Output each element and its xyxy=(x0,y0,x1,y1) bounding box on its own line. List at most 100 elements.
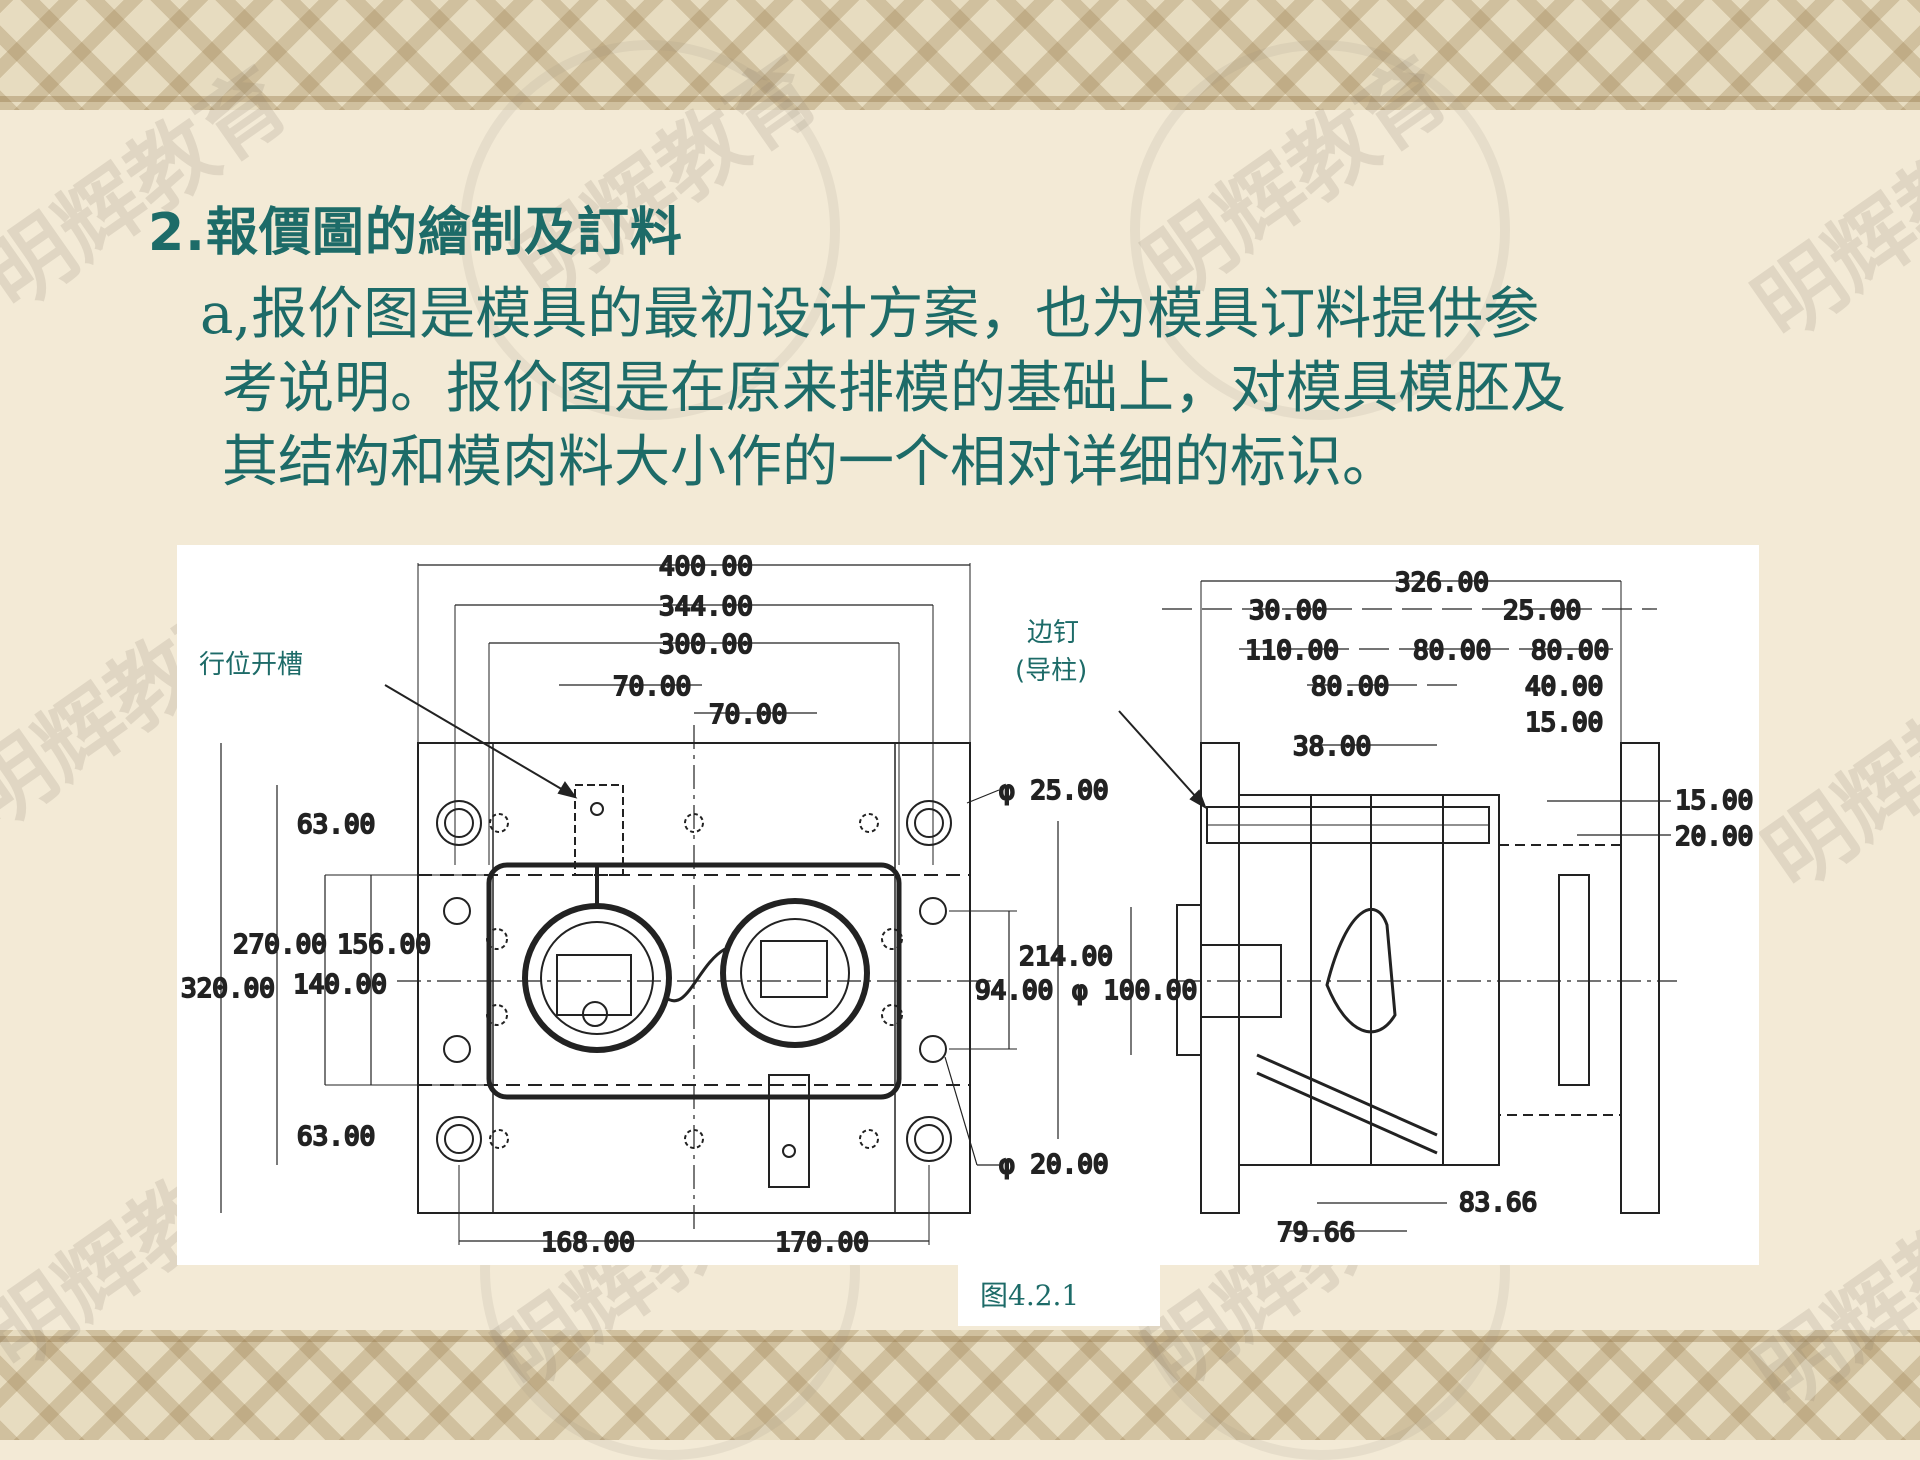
body-paragraph: a,报价图是模具的最初设计方案，也为模具订料提供参 考说明。报价图是在原来排模的… xyxy=(200,278,1760,500)
guide-pin-hole xyxy=(436,800,482,846)
cavity-left-detail xyxy=(540,921,654,1035)
a-plate xyxy=(1238,794,1312,1166)
dim-63-b: 63.00 xyxy=(297,1122,375,1152)
dim-phi-25: φ 25.00 xyxy=(999,776,1109,806)
top-border-pattern xyxy=(0,0,1920,110)
angled-lifter xyxy=(1256,1053,1438,1137)
slide-slot-hole xyxy=(782,1144,796,1158)
return-pin-hole xyxy=(443,1035,471,1063)
drawing-svg: 400.00 344.00 300.00 70.00 70.00 320.00 … xyxy=(180,551,1754,1259)
dim-63-a: 63.00 xyxy=(297,810,375,840)
leader-line xyxy=(944,1056,978,1166)
screw-hole xyxy=(684,1129,704,1149)
ejector-space xyxy=(1498,844,1622,1116)
dim-83-66: 83.66 xyxy=(1459,1188,1537,1218)
part-section xyxy=(1325,908,1397,1034)
dim-25: 25.00 xyxy=(1503,596,1581,626)
return-pin-hole xyxy=(919,1035,947,1063)
bottom-border-stripe xyxy=(0,1336,1920,1342)
cavity-left xyxy=(522,903,672,1053)
callout-arrowhead xyxy=(1189,789,1207,810)
screw-hole xyxy=(881,1004,903,1026)
support-plate xyxy=(1442,794,1500,1166)
leader-line xyxy=(966,789,1000,804)
dim-15-b: 15.00 xyxy=(1675,786,1753,816)
watermark-seal xyxy=(460,40,840,420)
dim-94: 94.00 xyxy=(975,976,1053,1006)
slide-heading: 2.報價圖的繪制及訂料 xyxy=(148,203,683,263)
screw-hole xyxy=(684,813,704,833)
dim-80-a: 80.00 xyxy=(1413,636,1491,666)
callout-leader xyxy=(384,684,576,798)
screw-hole xyxy=(486,928,508,950)
mold-quote-drawing: 400.00 344.00 300.00 70.00 70.00 320.00 … xyxy=(177,545,1759,1265)
right-view: 326.00 30.00 25.00 110.00 80.00 80.00 80… xyxy=(1015,567,1754,1249)
dim-80-c: 80.00 xyxy=(1311,672,1389,702)
guide-pin-hole xyxy=(436,1116,482,1162)
dim-20: 20.00 xyxy=(1675,822,1753,852)
screw-hole xyxy=(489,1129,509,1149)
watermark-text: 明辉教育 xyxy=(1747,629,1920,910)
dim-30: 30.00 xyxy=(1249,596,1327,626)
slide-slot-hole xyxy=(590,802,604,816)
dim-156: 156.00 xyxy=(337,930,431,960)
paragraph-line: 考说明。报价图是在原来排模的基础上，对模具模胚及 xyxy=(222,356,1566,421)
screw-hole xyxy=(486,1004,508,1026)
guide-pin-hole xyxy=(914,808,944,838)
screw-hole xyxy=(881,928,903,950)
part-left-detail xyxy=(556,954,632,1016)
callout-leader xyxy=(1118,710,1206,808)
dim-320: 320.00 xyxy=(181,974,275,1004)
ejector-plate xyxy=(1558,874,1590,1086)
callout-guide-pin-alt: (导柱) xyxy=(1015,656,1087,686)
dim-270: 270.00 xyxy=(233,930,327,960)
return-pin-hole xyxy=(443,897,471,925)
figure-caption-box: 图4.2.1 xyxy=(958,1262,1160,1326)
dim-phi-20: φ 20.00 xyxy=(999,1150,1109,1180)
dim-344: 344.00 xyxy=(659,592,753,622)
cavity-right-detail xyxy=(740,918,850,1028)
left-view: 400.00 344.00 300.00 70.00 70.00 320.00 … xyxy=(180,551,1114,1259)
dim-38: 38.00 xyxy=(1293,732,1371,762)
screw-hole xyxy=(859,1129,879,1149)
paragraph-line: 其结构和模肉料大小作的一个相对详细的标识。 xyxy=(222,430,1398,495)
part-right-detail xyxy=(760,940,828,998)
figure-caption: 图4.2.1 xyxy=(980,1279,1080,1312)
guide-pin-hole xyxy=(906,1116,952,1162)
dim-168: 168.00 xyxy=(541,1228,635,1258)
guide-pin-hole xyxy=(444,808,474,838)
guide-pin-hole xyxy=(444,1124,474,1154)
dim-110: 110.00 xyxy=(1245,636,1339,666)
watermark-seal xyxy=(1130,40,1510,420)
dim-400: 400.00 xyxy=(659,552,753,582)
dim-40: 40.00 xyxy=(1525,672,1603,702)
dim-326: 326.00 xyxy=(1395,568,1489,598)
dim-214: 214.00 xyxy=(1019,942,1113,972)
return-pin-hole xyxy=(919,897,947,925)
dim-15-a: 15.00 xyxy=(1525,708,1603,738)
dim-79-66: 79.66 xyxy=(1277,1218,1355,1248)
top-border-stripe xyxy=(0,96,1920,102)
slide-slot-bottom xyxy=(768,1074,810,1188)
runner xyxy=(664,947,726,1003)
bottom-border-pattern xyxy=(0,1330,1920,1440)
dim-300: 300.00 xyxy=(659,630,753,660)
callout-guide-pin: 边钉 xyxy=(1027,618,1079,648)
screw-hole xyxy=(859,813,879,833)
cavity-right xyxy=(720,898,870,1048)
dim-170: 170.00 xyxy=(775,1228,869,1258)
callout-slide-slot: 行位开槽 xyxy=(199,650,303,680)
part-left-detail xyxy=(582,1001,608,1027)
bottom-clamp-plate xyxy=(1620,742,1660,1214)
paragraph-line: a,报价图是模具的最初设计方案，也为模具订料提供参 xyxy=(200,282,1540,347)
dim-80-b: 80.00 xyxy=(1531,636,1609,666)
angled-lifter xyxy=(1256,1071,1438,1155)
callout-arrowhead xyxy=(557,781,578,799)
guide-pin-hole xyxy=(906,800,952,846)
dim-70-a: 70.00 xyxy=(613,672,691,702)
dim-140: 140.00 xyxy=(293,970,387,1000)
screw-hole xyxy=(489,813,509,833)
dim-phi-100: φ 100.00 xyxy=(1072,976,1197,1006)
slide-slot-top xyxy=(574,784,624,876)
guide-pin-hole xyxy=(914,1124,944,1154)
